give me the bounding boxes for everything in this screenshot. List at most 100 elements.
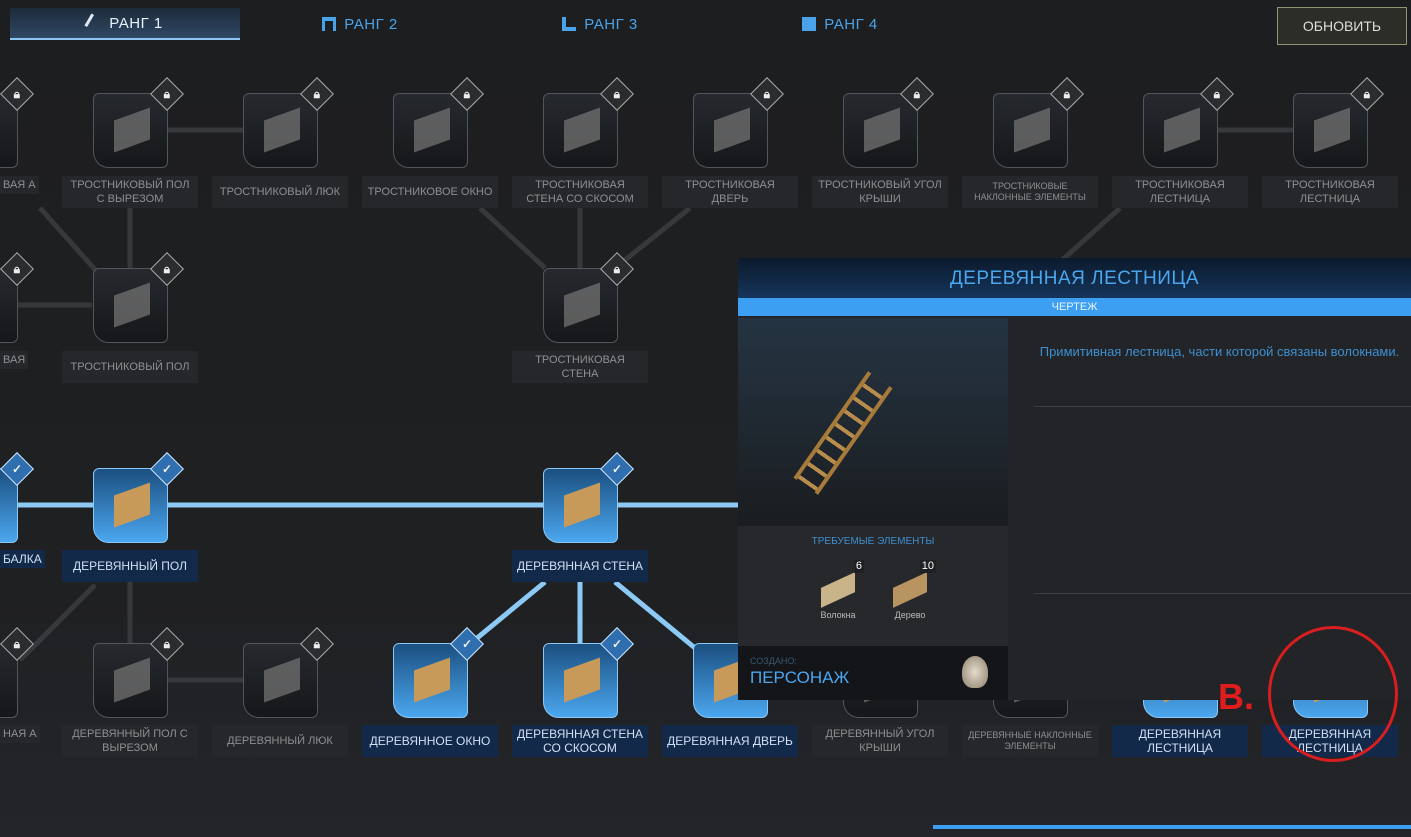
partial-node-label[interactable]: БАЛКА (0, 550, 45, 568)
character-avatar (962, 656, 988, 688)
divider (1034, 593, 1411, 594)
resource-name: Волокна (820, 610, 856, 620)
refresh-button[interactable]: ОБНОВИТЬ (1277, 7, 1407, 45)
tech-node[interactable]: 🔒︎ (543, 77, 634, 168)
item-icon (414, 107, 450, 153)
wood-icon (893, 572, 927, 608)
tech-node-label[interactable]: ТРОСТНИКОВАЯ ЛЕСТНИЦА (1112, 176, 1248, 208)
tab-rank-1[interactable]: РАНГ 1 (10, 8, 240, 40)
partial-tech-node[interactable]: 🔒︎ (0, 77, 34, 168)
created-value: ПЕРСОНАЖ (750, 668, 850, 687)
tech-node[interactable]: 🔒︎ (843, 77, 934, 168)
required-title: ТРЕБУЕМЫЕ ЭЛЕМЕНТЫ (811, 536, 935, 547)
workbench-icon (322, 17, 337, 31)
item-icon (714, 107, 750, 153)
scrollbar[interactable] (933, 825, 1411, 829)
item-icon (1164, 107, 1200, 153)
item-icon (114, 107, 150, 153)
creator-info: СОЗДАНО: ПЕРСОНАЖ (738, 646, 1008, 700)
resource-count: 10 (919, 560, 936, 573)
tech-node[interactable]: 🔒︎ (1293, 77, 1384, 168)
annotation-circle (1268, 626, 1398, 762)
tech-node[interactable]: 🔒︎ (693, 77, 784, 168)
partial-node-label[interactable]: НАЯ А (0, 725, 40, 743)
popup-subtitle: ЧЕРТЕЖ (738, 298, 1411, 316)
tech-node-label[interactable]: ТРОСТНИКОВАЯ ЛЕСТНИЦА (1262, 176, 1398, 208)
ladder-image (793, 371, 893, 495)
connector (478, 206, 547, 270)
divider (1034, 406, 1411, 407)
item-details-popup: ДЕРЕВЯННАЯ ЛЕСТНИЦА ЧЕРТЕЖ ТРЕБУЕМЫЕ ЭЛЕ… (738, 258, 1411, 700)
tech-node-label[interactable]: ДЕРЕВЯННЫЙ УГОЛ КРЫШИ (812, 725, 948, 757)
item-preview (738, 318, 1008, 526)
tech-node-label[interactable]: ТРОСТНИКОВЫЕ НАКЛОННЫЕ ЭЛЕМЕНТЫ (962, 176, 1098, 208)
partial-tech-node[interactable]: 🔒︎ (0, 627, 34, 718)
resource-wood: Дерево 10 (880, 560, 940, 620)
tech-node[interactable]: 🔒︎ (993, 77, 1084, 168)
partial-tech-node[interactable]: 🔒︎ (0, 252, 34, 343)
tab-rank-2[interactable]: РАНГ 2 (300, 8, 420, 40)
tech-node-label[interactable]: ТРОСТНИКОВЫЙ ПОЛ С ВЫРЕЗОМ (62, 176, 198, 208)
machine-icon (562, 17, 577, 31)
tech-node[interactable]: 🔒︎ (93, 627, 184, 718)
tech-node[interactable]: ✓ (93, 452, 184, 543)
item-icon (114, 282, 150, 328)
item-icon (564, 657, 600, 703)
tech-node-label[interactable]: ДЕРЕВЯННЫЙ ЛЮК (212, 725, 348, 757)
tech-node[interactable]: 🔒︎ (543, 252, 634, 343)
tech-node-label[interactable]: ТРОСТНИКОВЫЙ ПОЛ (62, 351, 198, 383)
tech-node-label[interactable]: ДЕРЕВЯННАЯ СТЕНА СО СКОСОМ (512, 725, 648, 757)
partial-node-label[interactable]: ВАЯ (0, 351, 29, 369)
tab-rank-3[interactable]: РАНГ 3 (540, 8, 660, 40)
item-icon (564, 482, 600, 528)
tech-node[interactable]: 🔒︎ (393, 77, 484, 168)
tech-node-label[interactable]: ДЕРЕВЯННАЯ ДВЕРЬ (662, 725, 798, 757)
tech-node-label[interactable]: ДЕРЕВЯННЫЙ ПОЛ (62, 550, 198, 582)
tech-node-label[interactable]: ТРОСТНИКОВЫЙ УГОЛ КРЫШИ (812, 176, 948, 208)
tech-node[interactable]: ✓ (393, 627, 484, 718)
tech-node[interactable]: 🔒︎ (1143, 77, 1234, 168)
partial-node-label[interactable]: ВАЯ А (0, 176, 39, 194)
partial-tech-node[interactable]: ✓ (0, 452, 34, 543)
tech-node[interactable]: 🔒︎ (243, 77, 334, 168)
item-icon (564, 282, 600, 328)
item-icon (1014, 107, 1050, 153)
connector (18, 583, 97, 662)
tech-node-label[interactable]: ДЕРЕВЯННАЯ ЛЕСТНИЦА (1112, 725, 1248, 757)
tech-node-label[interactable]: ДЕРЕВЯННЫЙ ПОЛ С ВЫРЕЗОМ (62, 725, 198, 757)
tech-node[interactable]: ✓ (543, 627, 634, 718)
fiber-icon (821, 572, 855, 608)
item-icon (114, 482, 150, 528)
item-icon (564, 107, 600, 153)
tech-node[interactable]: ✓ (543, 452, 634, 543)
connector (613, 206, 692, 270)
connector (1058, 206, 1122, 264)
created-label: СОЗДАНО: (750, 656, 797, 666)
tech-node-label[interactable]: ТРОСТНИКОВАЯ ДВЕРЬ (662, 176, 798, 208)
item-icon (114, 657, 150, 703)
hammer-icon (84, 13, 104, 33)
annotation-label: B. (1218, 676, 1254, 717)
station-icon (802, 17, 817, 31)
resource-name: Дерево (894, 610, 926, 620)
tech-node[interactable]: 🔒︎ (93, 77, 184, 168)
popup-title: ДЕРЕВЯННАЯ ЛЕСТНИЦА (738, 258, 1411, 298)
tech-node[interactable]: 🔒︎ (243, 627, 334, 718)
tech-node-label[interactable]: ДЕРЕВЯННАЯ СТЕНА (512, 550, 648, 582)
tech-node-label[interactable]: ТРОСТНИКОВАЯ СТЕНА СО СКОСОМ (512, 176, 648, 208)
tech-node-label[interactable]: ДЕРЕВЯННОЕ ОКНО (362, 725, 498, 757)
tech-node[interactable]: 🔒︎ (93, 252, 184, 343)
item-description: Примитивная лестница, части которой связ… (1039, 344, 1400, 359)
tech-node-label[interactable]: ДЕРЕВЯННЫЕ НАКЛОННЫЕ ЭЛЕМЕНТЫ (962, 725, 1098, 757)
tech-node-label[interactable]: ТРОСТНИКОВОЕ ОКНО (362, 176, 498, 208)
connector (38, 206, 102, 277)
item-icon (264, 107, 300, 153)
tech-node-label[interactable]: ТРОСТНИКОВАЯ СТЕНА (512, 351, 648, 383)
connector-active (463, 580, 547, 650)
tech-node-label[interactable]: ТРОСТНИКОВЫЙ ЛЮК (212, 176, 348, 208)
tab-rank-4[interactable]: РАНГ 4 (780, 8, 900, 40)
item-icon (864, 107, 900, 153)
